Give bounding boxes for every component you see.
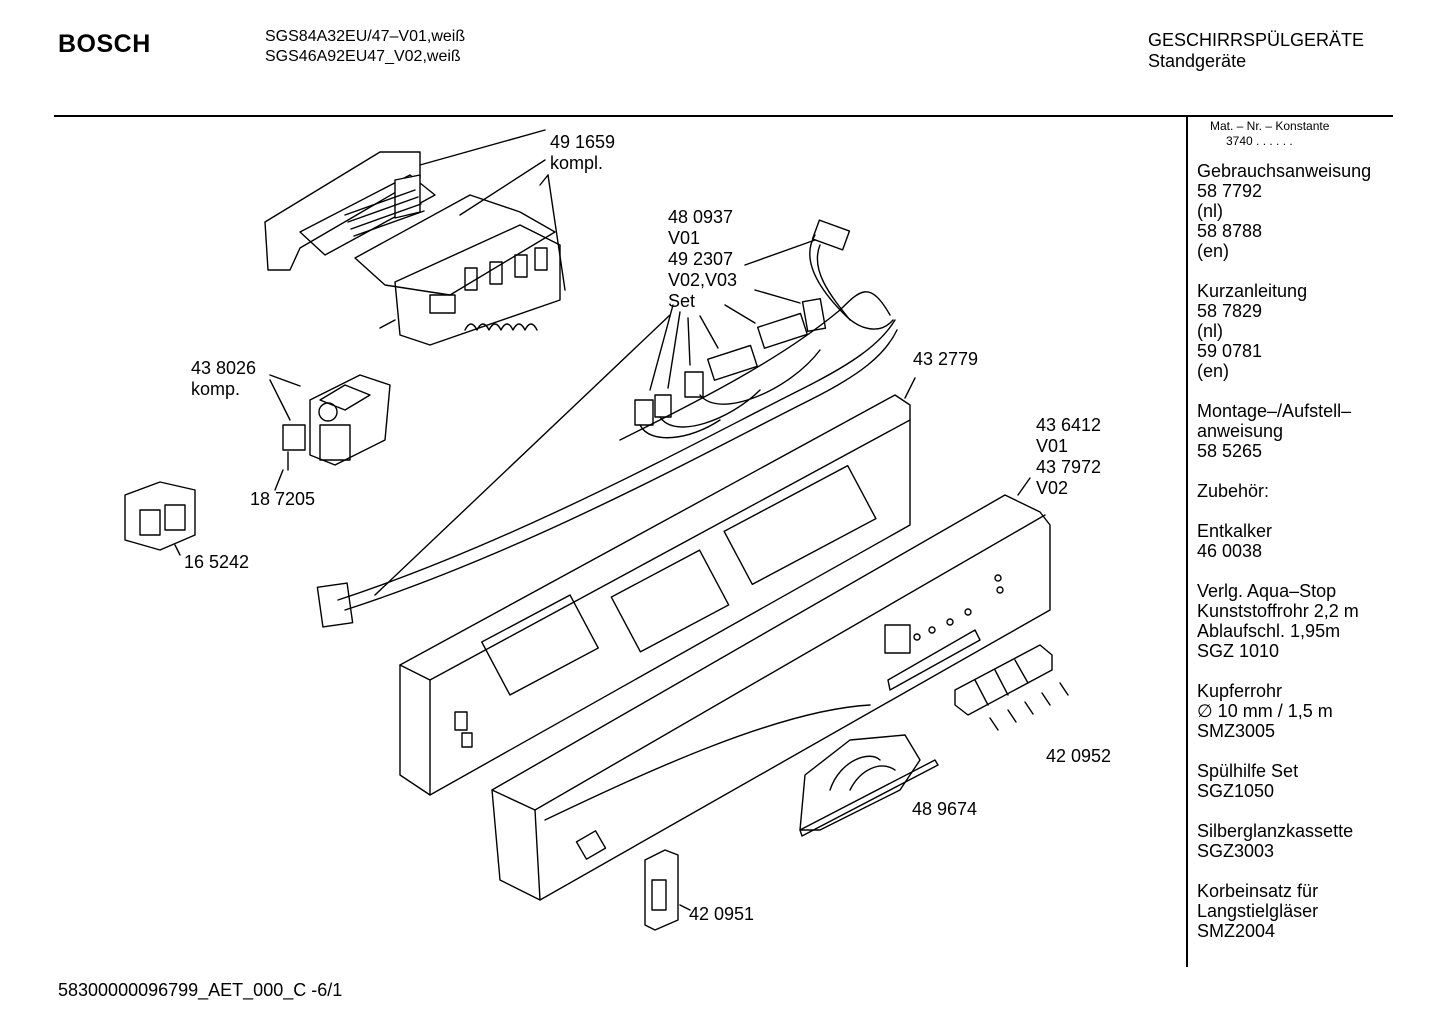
part-number: 49 2307 [668, 249, 734, 269]
accessory-line: SGZ1050 [1197, 781, 1275, 801]
accessory-line: Silberglanzkassette [1197, 821, 1354, 841]
accessory-line: SMZ3005 [1197, 721, 1276, 741]
accessory-line: Verlg. Aqua–Stop [1197, 581, 1337, 601]
wiring-harness-drawing [316, 219, 898, 628]
accessory-line: Gebrauchsanweisung [1197, 161, 1372, 181]
material-number-constant: 3740 . . . . . . [1226, 134, 1293, 148]
accessory-line: SGZ 1010 [1197, 641, 1280, 661]
brand-logo: BOSCH [58, 30, 151, 58]
accessory-line: (en) [1197, 241, 1230, 261]
part-note: kompl. [550, 153, 604, 173]
part-number: 48 0937 [668, 207, 734, 227]
header-divider [54, 115, 1393, 117]
subcategory-title: Standgeräte [1148, 51, 1247, 71]
accessory-line: Spülhilfe Set [1197, 761, 1299, 781]
accessory-line: anweisung [1197, 421, 1284, 441]
accessory-group: Zubehör: [1197, 481, 1392, 501]
part-number: 43 2779 [913, 349, 979, 369]
part-label-480937: 48 0937 V01 49 2307 V02,V03 Set [668, 207, 737, 312]
category-title: GESCHIRRSPÜLGERÄTE [1148, 30, 1365, 50]
hinge-clip-drawing [644, 849, 691, 931]
material-number-header: Mat. – Nr. – Konstante [1210, 119, 1330, 133]
accessory-line: Entkalker [1197, 521, 1273, 541]
button-strip-drawing [954, 644, 1069, 731]
terminal-block-drawing [124, 481, 196, 556]
accessory-line: SGZ3003 [1197, 841, 1275, 861]
part-number: 42 0951 [689, 904, 755, 924]
control-module-drawing [264, 129, 566, 346]
part-label-187205: 18 7205 [250, 489, 315, 510]
part-number: 43 7972 [1036, 457, 1102, 477]
accessory-line: Langstielgläser [1197, 901, 1319, 921]
part-note: komp. [191, 379, 241, 399]
accessory-line: Ablaufschl. 1,95m [1197, 621, 1341, 641]
part-label-420952: 42 0952 [1046, 746, 1111, 767]
part-label-489674: 48 9674 [912, 799, 977, 820]
accessory-line: 46 0038 [1197, 541, 1263, 561]
accessory-line: 58 7829 [1197, 301, 1263, 321]
accessory-line: (nl) [1197, 201, 1223, 221]
accessory-line: (en) [1197, 361, 1230, 381]
door-handle-drawing [799, 734, 939, 837]
part-note: Set [668, 291, 696, 311]
model-line-1: SGS84A32EU/47–V01,weiß [265, 28, 466, 45]
part-label-438026: 43 8026 komp. [191, 358, 256, 400]
accessory-line: 58 8788 [1197, 221, 1263, 241]
document-id: 58300000096799_AET_000_C -6/1 [58, 980, 343, 1000]
accessory-line: Kurzanleitung [1197, 281, 1308, 301]
part-number: 18 7205 [250, 489, 316, 509]
part-number: 42 0952 [1046, 746, 1112, 766]
part-label-432779: 43 2779 [913, 349, 978, 370]
accessory-line: (nl) [1197, 321, 1223, 341]
accessory-line: Kunststoffrohr 2,2 m [1197, 601, 1359, 621]
accessory-line: Korbeinsatz für [1197, 881, 1319, 901]
model-line-2: SGS46A92EU47_V02,weiß [265, 48, 461, 65]
part-label-491659: 49 1659 kompl. [550, 132, 615, 174]
part-number: 43 8026 [191, 358, 257, 378]
front-fascia-drawing [491, 477, 1051, 901]
part-number: 16 5242 [184, 552, 250, 572]
part-number: 43 6412 [1036, 415, 1102, 435]
accessory-line: Zubehör: [1197, 481, 1270, 501]
part-label-436412: 43 6412 V01 43 7972 V02 [1036, 415, 1101, 499]
part-number: 49 1659 [550, 132, 616, 152]
accessory-line: 59 0781 [1197, 341, 1263, 361]
accessory-line: 58 5265 [1197, 441, 1263, 461]
accessory-line: ∅ 10 mm / 1,5 m [1197, 701, 1333, 721]
accessory-line: Kupferrohr [1197, 681, 1283, 701]
accessory-line: 58 7792 [1197, 181, 1263, 201]
part-label-420951: 42 0951 [689, 904, 754, 925]
part-number: 48 9674 [912, 799, 978, 819]
part-variant: V01 [668, 228, 701, 248]
part-variant: V02,V03 [668, 270, 738, 290]
main-switch-drawing [269, 374, 391, 491]
accessory-line: Montage–/Aufstell– [1197, 401, 1352, 421]
part-variant: V02 [1036, 478, 1069, 498]
part-variant: V01 [1036, 436, 1069, 456]
sidebar-divider [1186, 117, 1188, 967]
part-label-165242: 16 5242 [184, 552, 249, 573]
accessory-line: SMZ2004 [1197, 921, 1276, 941]
panel-frame-drawing [399, 377, 916, 796]
